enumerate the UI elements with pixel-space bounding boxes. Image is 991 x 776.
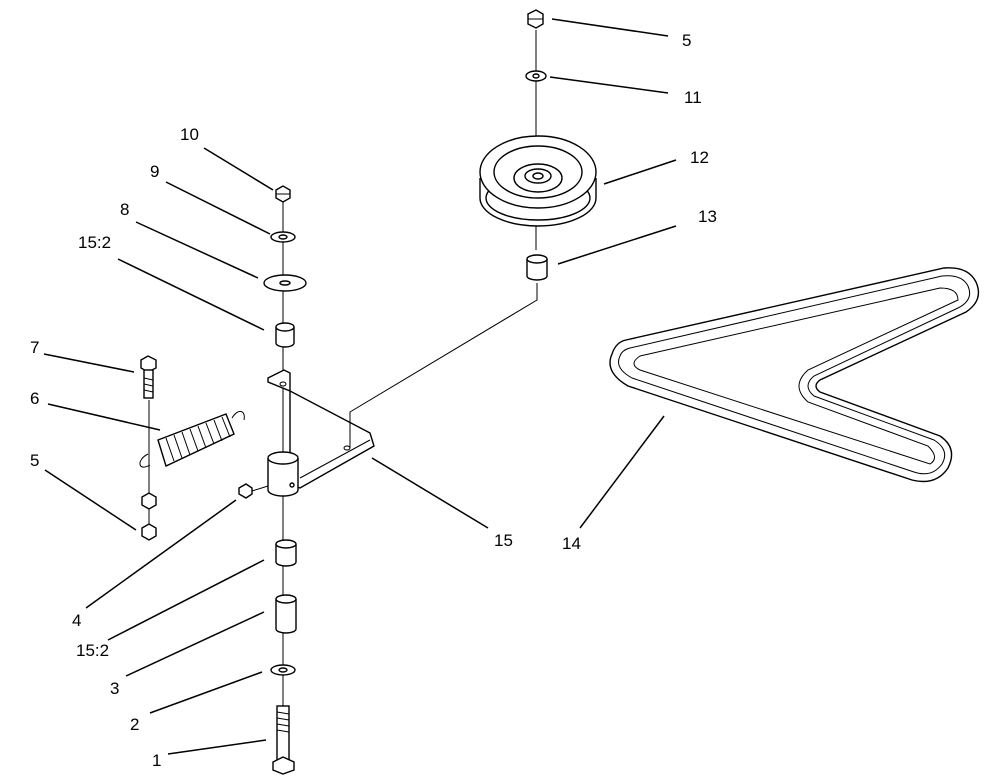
- callout-3: 3: [110, 679, 119, 698]
- bushing-13: [526, 254, 548, 281]
- pivot-hub: [267, 451, 299, 497]
- leader-12: [603, 159, 677, 185]
- leader-9: [165, 181, 271, 235]
- leader-11: [549, 76, 669, 94]
- callout-labels: 10 9 8 15:2 7 6 5 4 15:2 3 2 1 15 14 5 1…: [30, 31, 717, 770]
- callout-10: 10: [180, 125, 199, 144]
- callout-7: 7: [30, 338, 39, 357]
- washer-2: [270, 664, 296, 676]
- callout-15: 15: [494, 531, 513, 550]
- washer-8: [263, 274, 307, 292]
- callout-5-left: 5: [30, 451, 39, 470]
- washer-11: [525, 70, 547, 82]
- leader-7: [43, 353, 135, 373]
- spring-6: [139, 411, 245, 468]
- bolt-1: [272, 705, 295, 775]
- callout-6: 6: [30, 389, 39, 408]
- bushing-15-2-top: [275, 322, 295, 348]
- leader-13: [557, 225, 677, 265]
- leader-lines: [43, 18, 677, 755]
- callout-11: 11: [684, 88, 702, 107]
- callout-12: 12: [690, 148, 709, 167]
- leader-15: [371, 457, 489, 529]
- callout-4: 4: [72, 611, 81, 630]
- nut-5-top: [527, 9, 544, 29]
- callout-15-2-bottom: 15:2: [76, 641, 109, 660]
- spacer-3: [275, 594, 297, 634]
- callout-13: 13: [698, 207, 717, 226]
- leader-14: [579, 415, 665, 529]
- leader-10: [203, 147, 274, 191]
- nut-5-left: [141, 492, 157, 541]
- callout-9: 9: [150, 162, 159, 181]
- leader-5-left: [44, 469, 137, 531]
- belt-14: [609, 267, 980, 483]
- callout-14: 14: [562, 534, 581, 553]
- callout-2: 2: [130, 715, 139, 734]
- callout-8: 8: [120, 200, 129, 219]
- leader-4: [85, 499, 237, 609]
- leader-1: [167, 739, 267, 755]
- bushing-15-2-bottom: [275, 539, 297, 567]
- callout-1: 1: [152, 751, 161, 770]
- leader-15-2-top: [117, 258, 265, 331]
- callout-15-2-top: 15:2: [78, 233, 111, 252]
- leader-2: [149, 671, 263, 714]
- top-nut-10: [275, 185, 291, 203]
- leader-6: [47, 403, 161, 431]
- hex-bolt-7: [140, 355, 157, 399]
- leader-8: [135, 221, 259, 279]
- leader-5-top: [551, 18, 669, 37]
- leader-3: [125, 611, 265, 677]
- grease-fitting-4: [238, 483, 269, 499]
- callout-5-top: 5: [682, 31, 691, 50]
- washer-9: [270, 231, 296, 243]
- pulley-mount-centerline: [349, 283, 538, 448]
- leader-15-2-bottom: [107, 559, 265, 641]
- idler-pulley-12: [479, 135, 597, 227]
